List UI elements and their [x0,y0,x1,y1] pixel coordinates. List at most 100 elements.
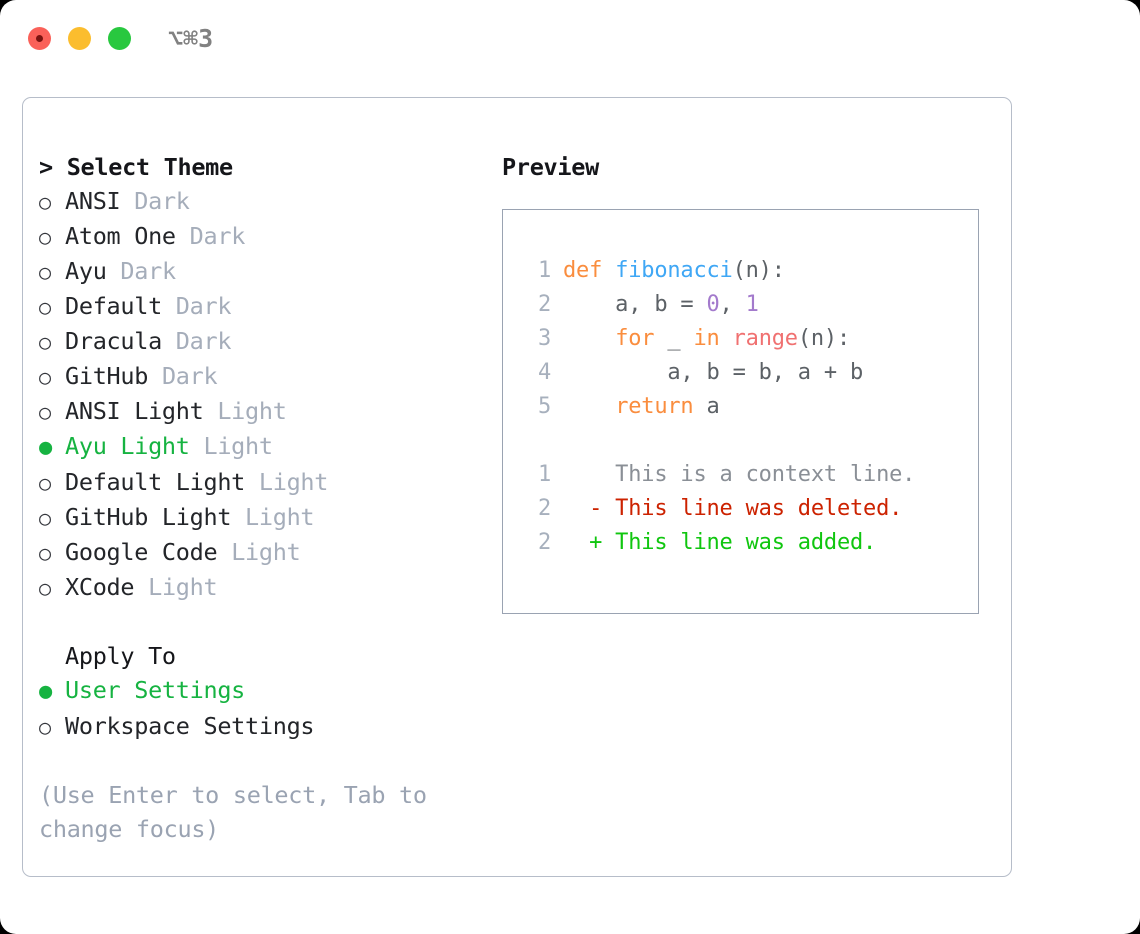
code-line-content: def fibonacci(n): [563,254,785,288]
theme-variant-badge: Light [245,468,329,496]
code-token-plain: (n): [797,326,851,351]
diff-line-content: This is a context line. [563,462,916,487]
radio-unselected-icon: ○ [39,260,51,284]
maximize-window-button[interactable] [108,27,131,50]
theme-variant-badge: Dark [120,187,190,215]
theme-option-label: ANSI [65,187,121,215]
theme-variant-badge: Dark [161,292,232,320]
apply-to-option-workspace-settings[interactable]: ○Workspace Settings [39,709,499,744]
code-token-kw: for [615,326,655,351]
radio-unselected-icon: ○ [39,471,51,495]
theme-option-label: Default Light [65,468,246,496]
code-token-num: 0 [706,292,720,317]
radio-selected-icon: ● [39,435,52,460]
diff-line-content: - This line was deleted. [563,496,903,521]
diff-line-number: 2 [537,530,551,555]
theme-option-label: GitHub [65,362,149,390]
radio-unselected-icon: ○ [39,225,51,249]
diff-line-number: 2 [537,496,551,521]
theme-list-column: > Select Theme ○ANSI Dark○Atom One Dark○… [39,150,499,846]
theme-option-atom-one[interactable]: ○Atom One Dark [39,219,499,254]
code-line-content: a, b = 0, 1 [563,288,759,322]
theme-option-label: Ayu [65,257,107,285]
diff-line: 1 This is a context line. [521,458,978,492]
code-token-plain: , [719,292,746,317]
code-token-kw: def [563,258,616,283]
radio-unselected-icon: ○ [39,190,51,214]
diff-line: 2 + This line was added. [521,526,978,560]
diff-spacer [521,424,978,458]
theme-option-label: Google Code [65,538,218,566]
code-line: 3 for _ in range(n): [521,322,978,356]
radio-unselected-icon: ○ [39,576,51,600]
radio-unselected-icon: ○ [39,295,51,319]
radio-unselected-icon: ○ [39,330,51,354]
theme-option-label: Dracula [65,327,162,355]
theme-variant-badge: Light [189,432,273,460]
theme-option-dracula[interactable]: ○Dracula Dark [39,324,499,359]
code-line: 2 a, b = 0, 1 [521,288,978,322]
theme-variant-badge: Light [203,397,287,425]
select-theme-heading: > Select Theme [39,153,233,181]
theme-option-label: GitHub Light [65,503,232,531]
theme-option-github[interactable]: ○GitHub Dark [39,359,499,394]
code-line-number: 1 [537,258,551,283]
theme-list: ○ANSI Dark○Atom One Dark○Ayu Dark○Defaul… [39,184,499,605]
theme-option-label: ANSI Light [65,397,204,425]
code-token-plain: a, b = b, a + b [563,360,864,385]
code-token-plain [563,326,615,351]
theme-variant-badge: Dark [148,362,218,390]
code-line: 5 return a [521,390,978,424]
theme-option-label: Ayu Light [65,432,190,460]
diff-line-number: 1 [537,462,551,487]
theme-variant-badge: Light [134,573,218,601]
theme-option-ayu-light[interactable]: ● Ayu Light Light [39,429,499,465]
theme-variant-badge: Light [217,538,301,566]
apply-to-option-user-settings[interactable]: ●User Settings [39,673,499,709]
code-line: 4 a, b = b, a + b [521,356,978,390]
code-line-content: return a [563,390,720,424]
title-bar: ⌥⌘3 [0,0,1140,78]
code-token-kw: in [693,326,720,351]
code-token-plain [720,326,733,351]
diff-sample: 1 This is a context line.2 - This line w… [521,458,978,560]
code-token-plain: a, b = [563,292,707,317]
radio-unselected-icon: ○ [39,400,51,424]
apply-to-heading: Apply To [65,642,176,670]
close-window-button[interactable] [28,27,51,50]
radio-selected-icon: ● [39,679,52,704]
theme-option-ansi[interactable]: ○ ANSI Dark [39,184,499,219]
theme-variant-badge: Dark [175,222,246,250]
code-token-plain [563,394,615,419]
diff-line: 2 - This line was deleted. [521,492,978,526]
apply-to-list: ●User Settings○Workspace Settings [39,673,499,744]
code-token-kw: return [615,394,694,419]
theme-variant-badge: Dark [106,257,176,285]
diff-line-content: + This line was added. [563,530,877,555]
minimize-window-button[interactable] [68,27,91,50]
radio-unselected-icon: ○ [39,715,51,739]
theme-option-label: Default [65,292,162,320]
keyboard-hint-text: (Use Enter to select, Tab to change focu… [39,781,427,843]
code-line-content: a, b = b, a + b [563,356,863,390]
code-token-plain: _ [654,326,694,351]
theme-option-xcode[interactable]: ○XCode Light [39,570,499,605]
code-token-plain: a [693,394,720,419]
code-line-number: 4 [537,360,551,385]
code-line-content: for _ in range(n): [563,322,850,356]
code-token-num: 1 [745,292,759,317]
theme-option-google-code[interactable]: ○Google Code Light [39,535,499,570]
window-title-shortcut: ⌥⌘3 [168,24,214,53]
code-line-number: 3 [537,326,551,351]
code-line-number: 5 [537,394,551,419]
theme-option-ansi-light[interactable]: ○ ANSI Light Light [39,394,499,429]
theme-option-ayu[interactable]: ○ Ayu Dark [39,254,499,289]
theme-option-default[interactable]: ○ Default Dark [39,289,499,324]
theme-option-github-light[interactable]: ○GitHub Light Light [39,500,499,535]
theme-option-default-light[interactable]: ○ Default Light Light [39,465,499,500]
preview-heading: Preview [502,153,599,181]
